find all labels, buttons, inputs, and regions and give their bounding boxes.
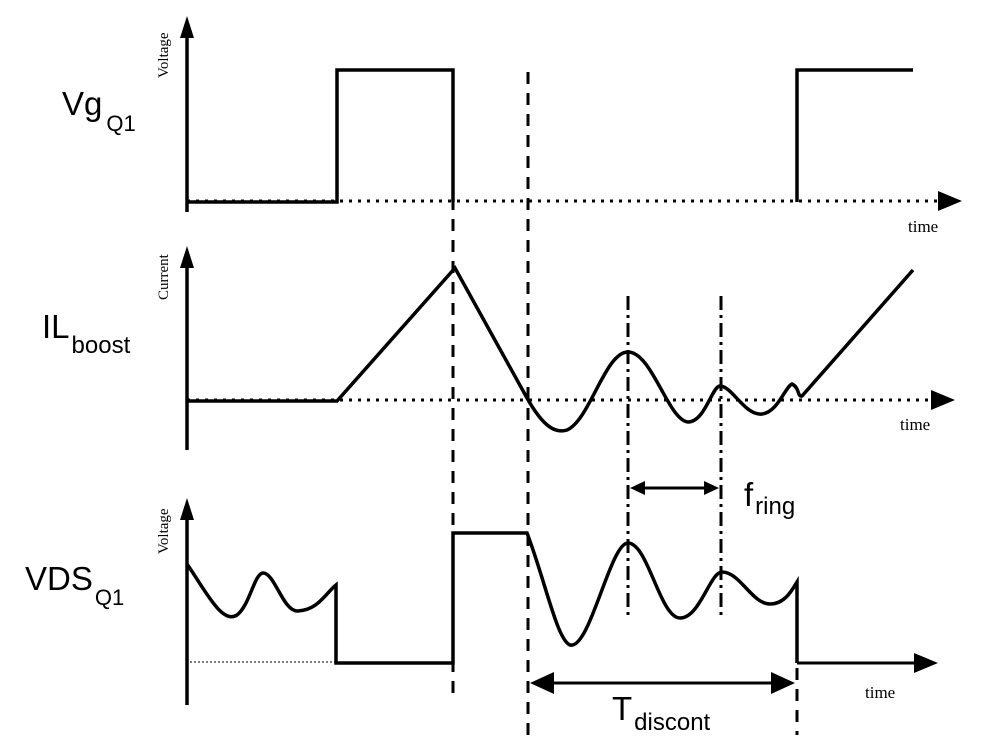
vg-panel: Voltage time VgQ1 [62,16,962,236]
il-panel: Current time ILboost [42,246,955,450]
vds-signal-label: VDSQ1 [25,560,124,610]
il-time-label: time [900,415,930,434]
tdiscont-annotation: Tdiscont [530,672,795,736]
fring-arrowhead-right [704,481,719,495]
fring-label-main: f [744,476,754,513]
il-y-axis-arrowhead [180,246,194,268]
vds-waveform [185,531,799,665]
vds-y-axis-label: Voltage [156,508,172,554]
vg-signal-label: VgQ1 [62,85,136,136]
il-waveform [187,264,915,433]
vg-label-sub: Q1 [106,111,135,136]
il-signal-label: ILboost [42,308,131,359]
fring-arrowhead-left [630,481,645,495]
tdiscont-label-main: T [612,690,632,727]
vds-y-axis-arrowhead [180,498,194,520]
fring-label: fring [744,476,795,520]
tdiscont-label: Tdiscont [612,690,711,736]
fring-label-sub: ring [755,493,795,520]
vg-time-label: time [908,217,938,236]
vg-y-axis-label: Voltage [156,32,172,78]
il-label-sub: boost [72,332,131,359]
vds-label-main: VDS [25,560,93,597]
fring-annotation: fring [630,476,795,520]
il-time-axis-arrowhead [931,390,955,410]
tdiscont-arrowhead-right [771,672,795,694]
vds-label-sub: Q1 [95,585,124,610]
vds-panel: Voltage time VDSQ1 [25,498,938,705]
vg-waveform [187,68,913,204]
tdiscont-label-sub: discont [634,709,710,736]
il-label-main: IL [42,308,70,345]
vg-label-main: Vg [62,85,102,122]
vds-time-axis-arrowhead [914,653,938,673]
il-y-axis-label: Current [156,253,172,300]
tdiscont-arrowhead-left [530,672,554,694]
vg-time-axis-arrowhead [938,191,962,211]
vds-time-label: time [865,683,895,702]
vg-y-axis-arrowhead [180,16,194,38]
